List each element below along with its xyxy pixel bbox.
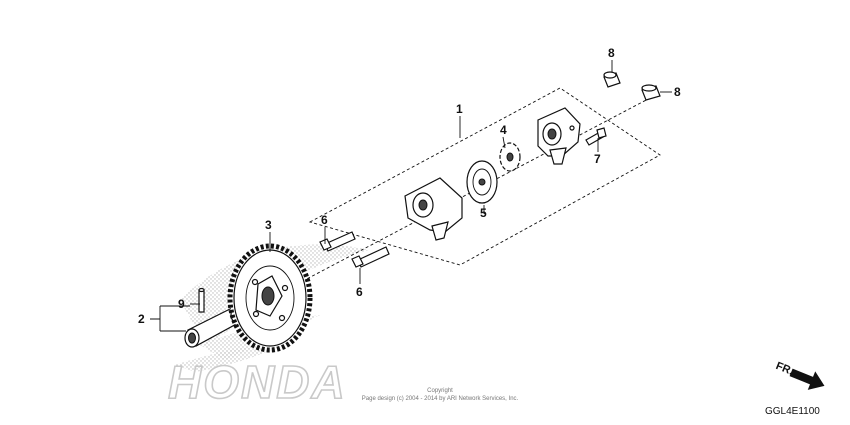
honda-logo-watermark: HONDA	[168, 356, 347, 408]
callout-1: 1	[456, 102, 463, 116]
bolt-lower-part-6	[351, 246, 390, 268]
inner-rotor-part-4	[499, 142, 521, 172]
callout-6-lower: 6	[356, 285, 363, 299]
pump-body-front	[404, 177, 463, 241]
callout-4: 4	[500, 123, 507, 137]
copyright-line-1: Copyright	[427, 388, 453, 394]
callout-9: 9	[178, 297, 185, 311]
leader-lines	[150, 60, 672, 332]
pump-assembly-box	[308, 87, 661, 266]
front-direction-arrow-icon	[789, 368, 825, 390]
callout-8-upper: 8	[608, 46, 615, 60]
pin-part-9	[198, 287, 205, 313]
callout-5: 5	[480, 206, 487, 220]
pump-body-rear	[537, 107, 581, 165]
outer-rotor-part-5	[466, 160, 498, 204]
callout-3: 3	[265, 218, 272, 232]
callout-8-lower: 8	[674, 85, 681, 99]
dowel-upper-part-8	[603, 71, 621, 88]
callout-7: 7	[594, 152, 601, 166]
callout-2: 2	[138, 312, 145, 326]
diagram-code: GGL4E1100	[765, 406, 820, 417]
callout-6-upper: 6	[321, 213, 328, 227]
dowel-lower-part-8	[641, 84, 661, 101]
copyright-line-2: Page design (c) 2004 - 2014 by ARI Netwo…	[362, 396, 519, 402]
pump-gear-part-3	[227, 243, 313, 353]
screw-part-7	[585, 127, 607, 146]
bolt-upper-part-6	[319, 231, 356, 252]
